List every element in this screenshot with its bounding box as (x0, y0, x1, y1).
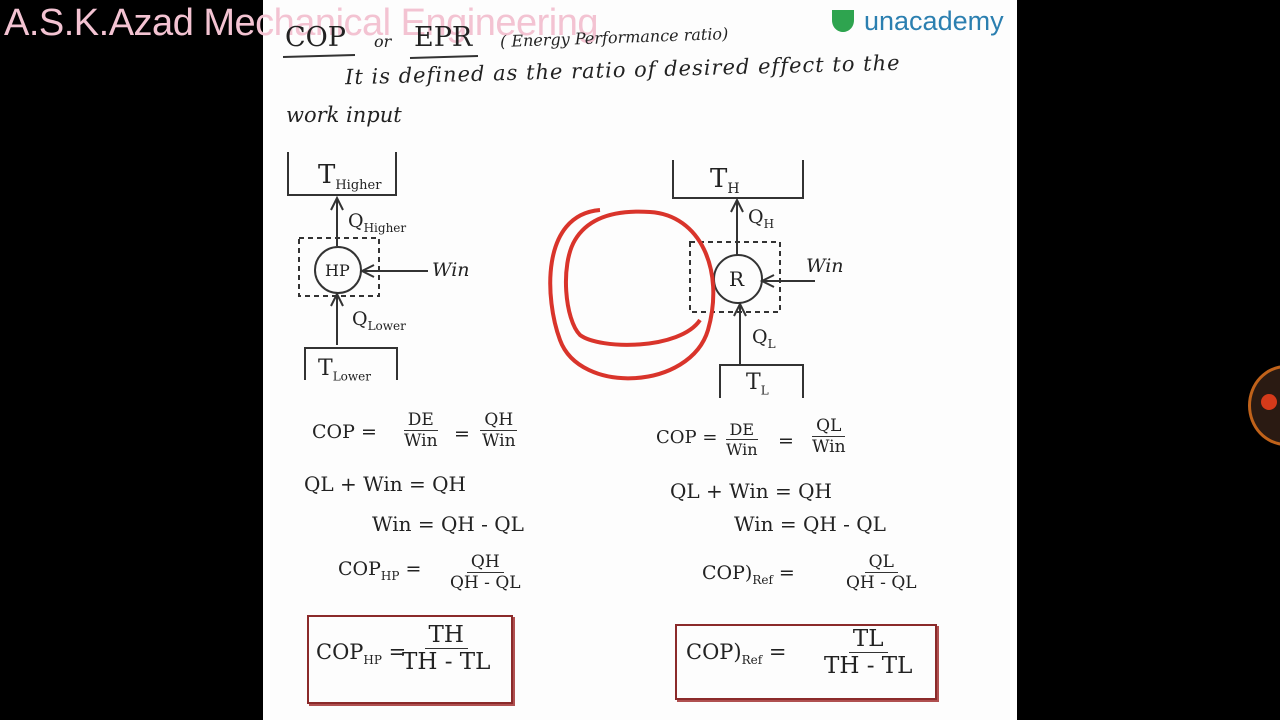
r-cop-ref-lhs: COP)Ref = (702, 562, 795, 587)
r-final-result-box (675, 624, 937, 700)
notes-page (263, 0, 1017, 720)
heading-epr: EPR (414, 22, 473, 53)
hp-cop-hp-lhs: COPHP = (338, 558, 422, 583)
r-energy-balance: QL + Win = QH (670, 479, 832, 503)
red-annotation-circle (548, 208, 716, 381)
hp-eq-sign: = (454, 423, 470, 445)
hp-high-reservoir (287, 152, 397, 196)
r-cop-lhs: COP = (656, 427, 718, 448)
hp-device-label: HP (325, 261, 350, 280)
r-q-h-label: QH (748, 206, 775, 231)
r-win-equation: Win = QH - QL (734, 512, 886, 536)
hp-low-reservoir (304, 347, 398, 380)
r-control-volume (689, 241, 781, 313)
channel-watermark: A.S.K.Azad Mechanical Engineering (4, 2, 598, 44)
hp-t-high-label: THigher (318, 160, 382, 194)
hp-final-lhs: COPHP = (316, 640, 407, 668)
hp-energy-balance: QL + Win = QH (304, 472, 466, 496)
record-dot-icon (1261, 394, 1277, 410)
hp-final-result-box (307, 615, 513, 704)
heading-or: or (374, 32, 392, 51)
unacademy-brand: unacademy (830, 6, 1004, 37)
unacademy-logo-text: unacademy (864, 6, 1004, 36)
hp-win-label: Win (432, 259, 470, 281)
r-eq-sign: = (778, 430, 794, 452)
r-t-h-label: TH (710, 164, 740, 198)
definition-line-2: work input (286, 103, 402, 127)
r-high-reservoir (672, 160, 804, 199)
hp-control-volume (298, 237, 380, 297)
hp-t-low-label: TLower (318, 356, 371, 384)
heading-cop: COP (285, 22, 346, 53)
hp-cop-lhs: COP = (312, 421, 377, 443)
hp-q-low-label: QLower (352, 308, 406, 333)
r-device-label: R (729, 267, 745, 291)
hp-win-equation: Win = QH - QL (372, 512, 524, 536)
r-win-label: Win (806, 255, 844, 277)
unacademy-logo-icon (832, 9, 854, 32)
r-low-reservoir (719, 364, 804, 398)
hp-q-high-label: QHigher (348, 210, 407, 235)
hp-device-circle (314, 246, 362, 294)
r-q-l-label: QL (752, 326, 776, 351)
r-t-l-label: TL (746, 370, 769, 398)
r-final-lhs: COP)Ref = (686, 640, 787, 668)
